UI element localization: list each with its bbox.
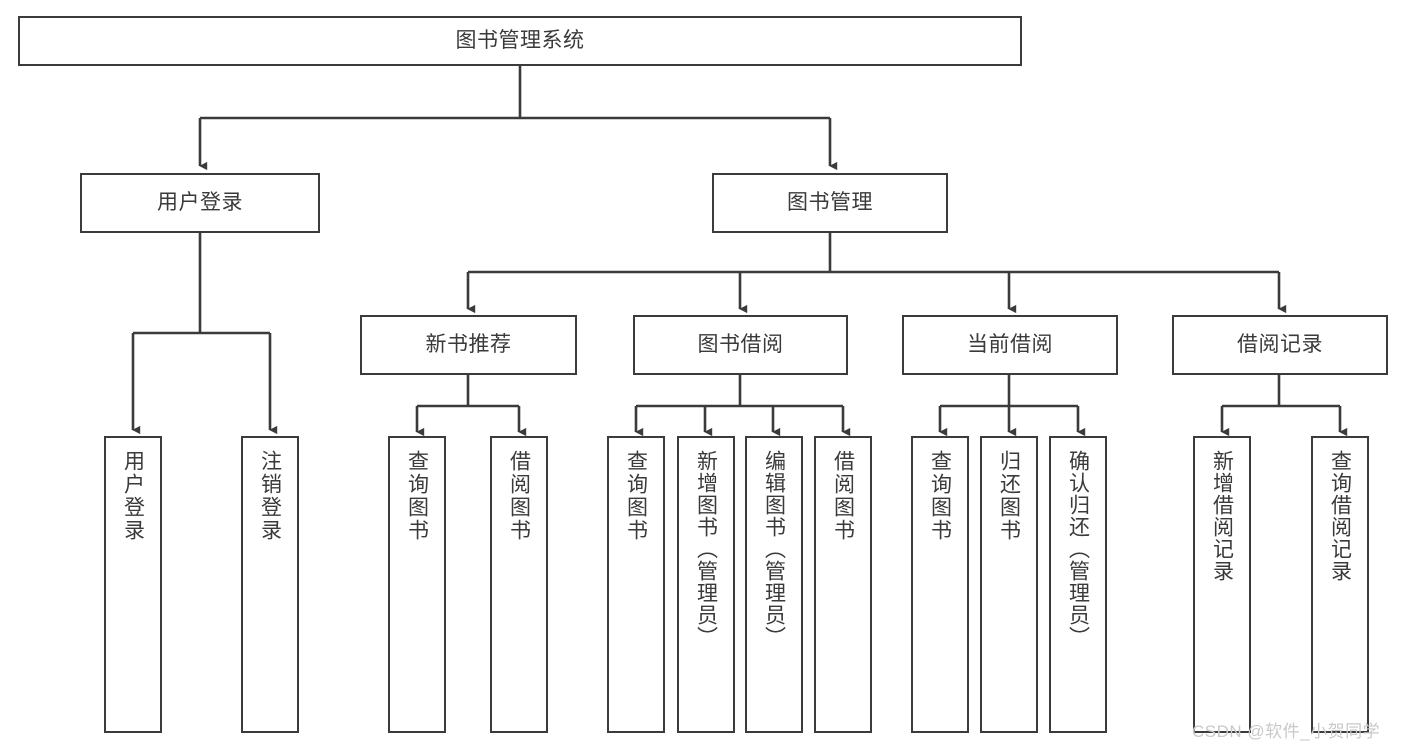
leaf-return-book-label: 归还图书 [997, 450, 1021, 542]
node-user-login-label: 用户登录 [157, 190, 243, 214]
leaf-add-book-label: 新增图书（管理员） [694, 450, 718, 648]
node-new-book-rec[interactable]: 新书推荐 [360, 315, 577, 375]
leaf-add-book[interactable]: 新增图书（管理员） [677, 436, 735, 733]
node-root[interactable]: 图书管理系统 [18, 16, 1022, 66]
leaf-edit-book-label: 编辑图书（管理员） [762, 450, 786, 648]
node-user-login[interactable]: 用户登录 [80, 173, 320, 233]
leaf-query-book-3[interactable]: 查询图书 [911, 436, 969, 733]
leaf-borrow-book-2-label: 借阅图书 [831, 450, 855, 542]
leaf-logout-label: 注销登录 [258, 450, 282, 542]
leaf-edit-book[interactable]: 编辑图书（管理员） [745, 436, 803, 733]
node-book-borrow[interactable]: 图书借阅 [633, 315, 848, 375]
node-root-label: 图书管理系统 [455, 28, 585, 52]
leaf-return-book[interactable]: 归还图书 [980, 436, 1038, 733]
leaf-logout[interactable]: 注销登录 [241, 436, 299, 733]
leaf-add-record[interactable]: 新增借阅记录 [1193, 436, 1251, 733]
node-book-borrow-label: 图书借阅 [697, 332, 784, 356]
node-book-manage[interactable]: 图书管理 [712, 173, 948, 233]
leaf-borrow-book-1[interactable]: 借阅图书 [490, 436, 548, 733]
leaf-confirm-return-label: 确认归还（管理员） [1066, 450, 1090, 648]
leaf-borrow-book-1-label: 借阅图书 [507, 450, 531, 542]
leaf-query-book-2-label: 查询图书 [624, 450, 648, 542]
node-new-book-rec-label: 新书推荐 [425, 332, 512, 356]
node-current-borrow-label: 当前借阅 [967, 332, 1053, 356]
leaf-query-record[interactable]: 查询借阅记录 [1311, 436, 1369, 733]
leaf-add-record-label: 新增借阅记录 [1210, 450, 1234, 582]
leaf-query-book-3-label: 查询图书 [928, 450, 952, 542]
leaf-confirm-return[interactable]: 确认归还（管理员） [1049, 436, 1107, 733]
leaf-query-book-1-label: 查询图书 [405, 450, 429, 542]
node-book-manage-label: 图书管理 [787, 190, 873, 214]
node-borrow-record-label: 借阅记录 [1237, 332, 1323, 356]
node-borrow-record[interactable]: 借阅记录 [1172, 315, 1388, 375]
leaf-user-login-label: 用户登录 [121, 450, 145, 542]
node-current-borrow[interactable]: 当前借阅 [902, 315, 1118, 375]
leaf-query-book-1[interactable]: 查询图书 [388, 436, 446, 733]
leaf-query-record-label: 查询借阅记录 [1328, 450, 1352, 582]
leaf-user-login[interactable]: 用户登录 [104, 436, 162, 733]
leaf-query-book-2[interactable]: 查询图书 [607, 436, 665, 733]
leaf-borrow-book-2[interactable]: 借阅图书 [814, 436, 872, 733]
